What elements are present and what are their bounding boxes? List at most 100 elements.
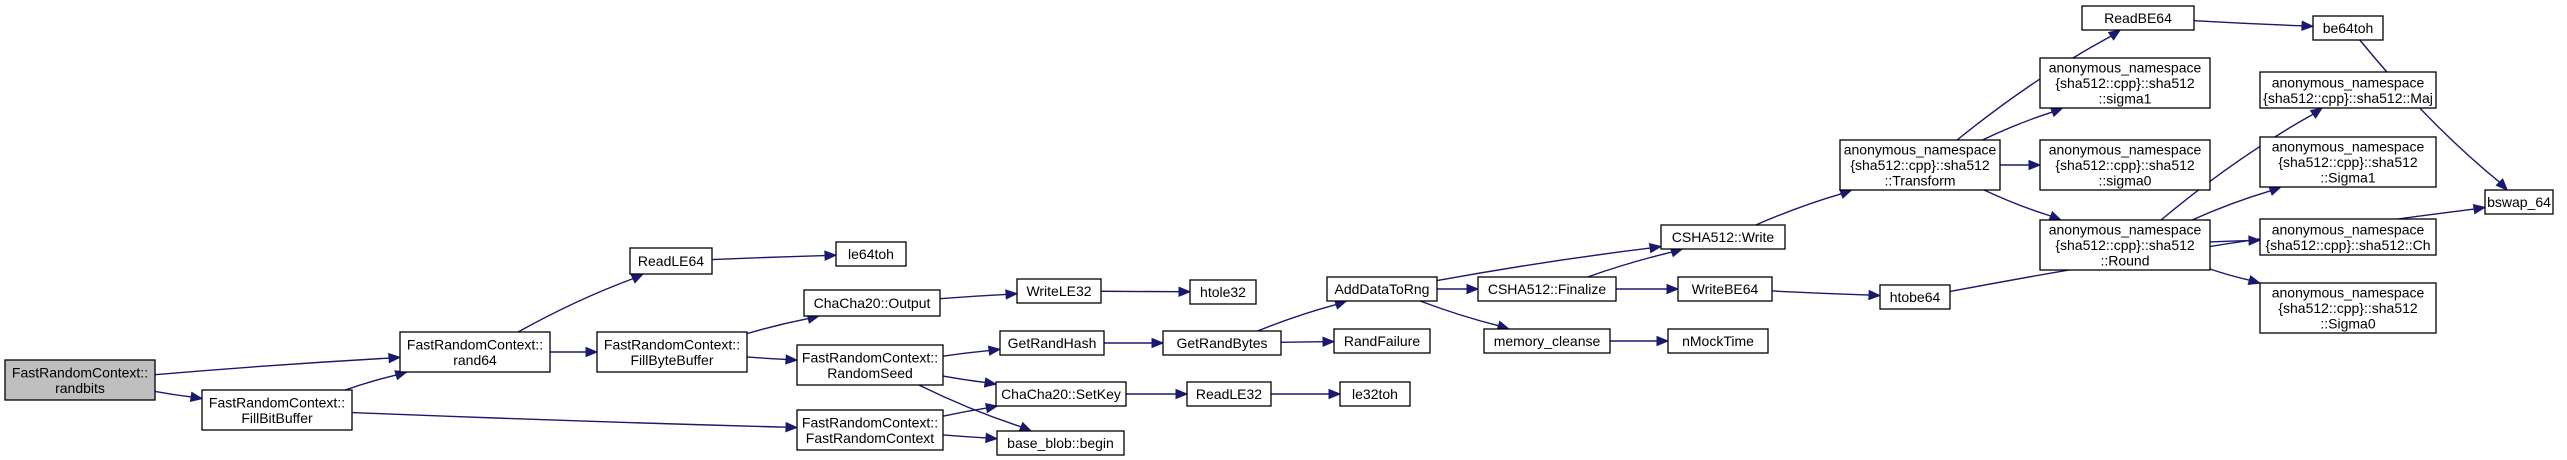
node-be64toh[interactable]: be64toh — [2312, 15, 2384, 41]
edge-line — [942, 407, 987, 417]
edge-n8-to-n14 — [942, 432, 999, 444]
node-label: randbits — [55, 380, 105, 396]
edge-n17-to-n20 — [1437, 283, 1480, 295]
arrowhead-icon — [824, 250, 838, 261]
node-memory-cleanse[interactable]: memory_cleanse — [1483, 328, 1611, 354]
node-label: FastRandomContext:: — [802, 349, 938, 365]
node-label: anonymous_namespace — [1844, 142, 1997, 158]
node-chacha20-output[interactable]: ChaCha20::Output — [803, 289, 941, 317]
node-box — [1879, 284, 1951, 310]
node-fastrandomcontext-fastrandomcontext[interactable]: FastRandomContext::FastRandomContext — [796, 409, 944, 451]
node-getrandbytes[interactable]: GetRandBytes — [1162, 330, 1282, 356]
node-anonymous-namespace-sha512-cpp-sha512-sigma1[interactable]: anonymous_namespace{sha512::cpp}::sha512… — [2039, 57, 2211, 109]
node-randfailure[interactable]: RandFailure — [1333, 328, 1431, 354]
node-anonymous-namespace-sha512-cpp-sha512-transform[interactable]: anonymous_namespace{sha512::cpp}::sha512… — [1839, 139, 2001, 191]
edge-n24-to-n28 — [2000, 159, 2042, 171]
node-le32toh[interactable]: le32toh — [1339, 381, 1411, 407]
arrowhead-icon — [2049, 107, 2064, 118]
node-label: ::Sigma0 — [2320, 316, 2375, 332]
node-box — [2039, 219, 2211, 271]
node-anonymous-namespace-sha512-cpp-sha512-sigma0[interactable]: anonymous_namespace{sha512::cpp}::sha512… — [2259, 282, 2437, 334]
edge-n20-to-n22 — [1616, 283, 1680, 295]
node-anonymous-namespace-sha512-cpp-sha512-ch[interactable]: anonymous_namespace{sha512::cpp}::sha512… — [2259, 218, 2437, 256]
edge-n1-to-n4 — [549, 346, 599, 358]
node-htobe64[interactable]: htobe64 — [1879, 284, 1951, 310]
node-box — [399, 331, 551, 373]
node-anonymous-namespace-sha512-cpp-sha512-sigma1[interactable]: anonymous_namespace{sha512::cpp}::sha512… — [2259, 136, 2437, 188]
arrowhead-icon — [189, 391, 204, 403]
node-writele32[interactable]: WriteLE32 — [1016, 278, 1102, 304]
arrowhead-icon — [1005, 289, 1019, 300]
arrowhead-icon — [987, 345, 1002, 356]
edge-n29-to-n33 — [2209, 235, 2262, 246]
arrowhead-icon — [2028, 159, 2042, 171]
arrowhead-icon — [1328, 388, 1342, 400]
node-label: memory_cleanse — [1494, 333, 1601, 349]
arrowhead-icon — [785, 421, 799, 433]
arrowhead-icon — [585, 346, 599, 358]
edge-n29-to-n34 — [2209, 268, 2262, 286]
edge-n21-to-n23 — [1609, 335, 1670, 347]
node-readle32[interactable]: ReadLE32 — [1186, 381, 1272, 407]
arrowhead-icon — [2248, 235, 2262, 246]
node-label: FillByteBuffer — [631, 352, 714, 368]
node-csha512-write[interactable]: CSHA512::Write — [1660, 224, 1786, 250]
node-label: ChaCha20::Output — [814, 295, 931, 311]
edge-line — [746, 356, 787, 361]
node-fastrandomcontext-randomseed[interactable]: FastRandomContext::RandomSeed — [796, 344, 944, 386]
node-nmocktime[interactable]: nMockTime — [1667, 328, 1769, 354]
node-readbe64[interactable]: ReadBE64 — [2081, 5, 2195, 31]
node-box — [2312, 15, 2384, 41]
node-label: htole32 — [1200, 284, 1246, 300]
edge-n30-to-n35 — [2359, 39, 2509, 191]
node-label: {sha512::cpp}::sha512 — [2278, 154, 2418, 170]
node-readle64[interactable]: ReadLE64 — [629, 247, 713, 275]
arrowhead-icon — [2107, 29, 2122, 41]
node-bswap-64[interactable]: bswap_64 — [2484, 189, 2554, 215]
edge-n4-to-n6 — [746, 313, 821, 335]
node-box — [1477, 276, 1617, 302]
node-box — [1677, 276, 1773, 302]
node-chacha20-setkey[interactable]: ChaCha20::SetKey — [995, 381, 1127, 407]
node-adddatatorng[interactable]: AddDataToRng — [1326, 276, 1438, 302]
arrowhead-icon — [983, 377, 998, 388]
node-label: {sha512::cpp}::sha512 — [2055, 237, 2195, 253]
node-csha512-finalize[interactable]: CSHA512::Finalize — [1477, 276, 1617, 302]
node-box — [1667, 328, 1769, 354]
edge-n7-to-n11 — [942, 345, 1002, 357]
node-label: WriteLE32 — [1026, 283, 1091, 299]
node-label: {sha512::cpp}::sha512 — [1850, 157, 1990, 173]
node-label: ChaCha20::SetKey — [1001, 386, 1121, 402]
arrowhead-icon — [785, 354, 799, 365]
node-writebe64[interactable]: WriteBE64 — [1677, 276, 1773, 302]
node-box — [2039, 139, 2211, 191]
node-fastrandomcontext-fillbitbuffer[interactable]: FastRandomContext::FillBitBuffer — [201, 389, 353, 431]
edge-line — [1257, 303, 1337, 332]
edge-line — [2209, 239, 2250, 243]
node-htole32[interactable]: htole32 — [1189, 279, 1257, 305]
arrowhead-icon — [1151, 337, 1165, 349]
node-label: {sha512::cpp}::sha512 — [2278, 300, 2418, 316]
edge-n24-to-n26 — [1956, 29, 2122, 141]
edge-n4-to-n7 — [746, 354, 799, 365]
node-fastrandomcontext-randbits[interactable]: FastRandomContext::randbits — [4, 359, 156, 401]
edge-line — [1983, 189, 2051, 217]
node-box — [1339, 381, 1411, 407]
node-anonymous-namespace-sha512-cpp-sha512-round[interactable]: anonymous_namespace{sha512::cpp}::sha512… — [2039, 219, 2211, 271]
node-label: le32toh — [1352, 386, 1398, 402]
node-label: htobe64 — [1890, 289, 1941, 305]
node-getrandhash[interactable]: GetRandHash — [999, 330, 1105, 356]
edge-line — [918, 384, 1022, 428]
edge-line — [2191, 190, 2271, 221]
node-base-blob-begin[interactable]: base_blob::begin — [996, 430, 1125, 456]
node-anonymous-namespace-sha512-cpp-sha512-maj[interactable]: anonymous_namespace{sha512::cpp}::sha512… — [2259, 71, 2437, 109]
node-anonymous-namespace-sha512-cpp-sha512-sigma0[interactable]: anonymous_namespace{sha512::cpp}::sha512… — [2039, 139, 2211, 191]
node-le64toh[interactable]: le64toh — [835, 241, 907, 267]
edge-line — [2160, 113, 2314, 221]
node-fastrandomcontext-rand64[interactable]: FastRandomContext::rand64 — [399, 331, 551, 373]
node-label: GetRandHash — [1008, 335, 1097, 351]
node-label: FastRandomContext:: — [802, 414, 938, 430]
node-label: FastRandomContext:: — [12, 364, 148, 380]
node-fastrandomcontext-fillbytebuffer[interactable]: FastRandomContext::FillByteBuffer — [596, 331, 748, 373]
arrowhead-icon — [2247, 274, 2262, 286]
